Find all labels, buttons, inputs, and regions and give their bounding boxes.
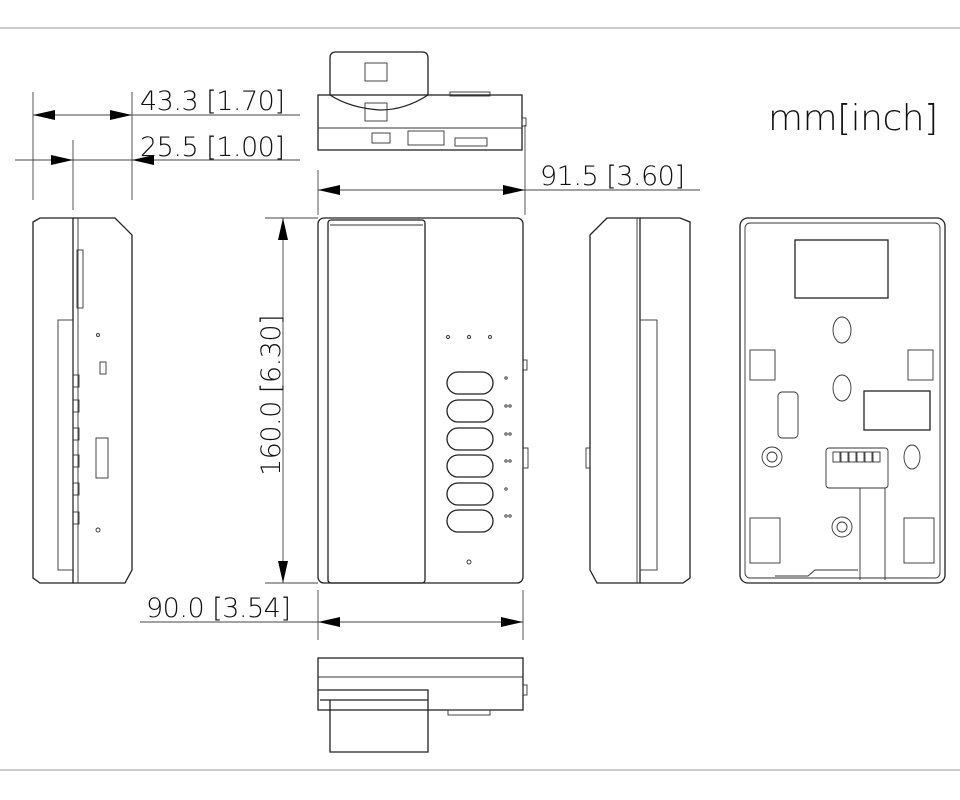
call-button-2 [446,399,494,423]
left-side-view [32,217,133,584]
back-view [739,217,946,584]
depth-base-label: 25.5 [1.00] [140,132,284,163]
dimension-width-bottom: 90.0 [3.54] [140,590,524,640]
depth-total-label: 43.3 [1.70] [140,86,284,117]
call-button-5 [446,482,494,506]
front-view [317,217,529,584]
call-button-3 [446,427,494,451]
height-label: 160.0 [6.30] [256,315,287,476]
width-top-label: 91.5 [3.60] [540,161,684,192]
units-label: mm[inch] [768,98,938,139]
width-bottom-label: 90.0 [3.54] [146,593,290,624]
dimension-depth-total: 43.3 [1.70] [32,86,300,200]
dimension-height: 160.0 [6.30] [256,217,318,584]
dimension-depth-base: 25.5 [1.00] [15,132,300,210]
dimension-width-top: 91.5 [3.60] [317,125,700,215]
bottom-view [317,657,528,753]
front-buttons [446,371,494,533]
top-view [317,51,527,151]
call-button-4 [446,454,494,478]
right-side-view [585,217,691,584]
call-button-1 [446,371,494,395]
call-button-6 [446,509,494,533]
